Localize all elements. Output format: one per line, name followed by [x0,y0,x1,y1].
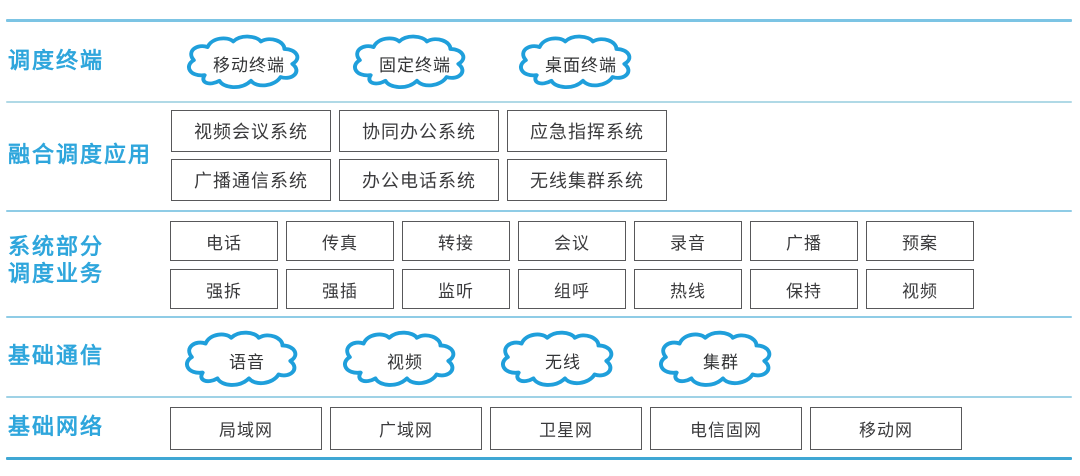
cloud-label: 视频 [387,352,423,372]
basic-networks-box-group: 局域网 广域网 卫星网 电信固网 移动网 [170,407,962,450]
separator-line-top [6,19,1072,22]
box-plan: 预案 [866,221,974,261]
box-group-call: 组呼 [518,269,626,309]
box-video-conference-system: 视频会议系统 [171,110,331,152]
box-transfer: 转接 [402,221,510,261]
separator-line-2 [6,101,1072,103]
row-label-dispatch-services: 系统部分 调度业务 [8,233,104,287]
cloud-outline [519,34,632,89]
separator-line-5 [6,396,1072,398]
cloud-outline [185,330,298,387]
box-force-insert: 强插 [286,269,394,309]
dispatch-terminals-cloud-group: 移动终端 固定终端 桌面终端 [180,34,650,92]
box-mobile-network: 移动网 [810,407,962,450]
box-hold: 保持 [750,269,858,309]
box-emergency-command-system: 应急指挥系统 [507,110,667,152]
box-telephone: 电话 [170,221,278,261]
cloud-label: 桌面终端 [545,55,617,75]
cloud-outline [343,330,456,387]
box-recording: 录音 [634,221,742,261]
box-monitor: 监听 [402,269,510,309]
cloud-outline [659,330,772,387]
row-label-basic-networks: 基础网络 [8,414,105,439]
separator-line-3 [6,210,1072,212]
box-broadcast-communication-system: 广播通信系统 [171,159,331,201]
box-broadcast: 广播 [750,221,858,261]
box-fax: 传真 [286,221,394,261]
cloud-video: 视频 [336,330,474,390]
box-conference: 会议 [518,221,626,261]
cloud-label: 固定终端 [379,55,451,75]
box-lan: 局域网 [170,407,322,450]
box-force-release: 强拆 [170,269,278,309]
cloud-label: 集群 [703,352,739,372]
cloud-label: 移动终端 [213,55,285,75]
cloud-outline [187,34,300,89]
cloud-mobile-terminal: 移动终端 [180,34,318,92]
cloud-label: 语音 [229,352,265,372]
cloud-fixed-terminal: 固定终端 [346,34,484,92]
cloud-outline [353,34,466,89]
box-collaborative-office-system: 协同办公系统 [339,110,499,152]
cloud-outline [501,330,614,387]
cloud-label: 无线 [545,352,581,372]
separator-line-4 [6,316,1072,318]
row-label-integrated-dispatch-apps: 融合调度应用 [8,142,153,167]
separator-line-bottom [6,457,1072,460]
box-wireless-trunking-system: 无线集群系统 [507,159,667,201]
box-wan: 广域网 [330,407,482,450]
row-label-line-2: 调度业务 [8,261,105,286]
row-label-basic-communication: 基础通信 [8,343,105,368]
cloud-desktop-terminal: 桌面终端 [512,34,650,92]
box-video: 视频 [866,269,974,309]
cloud-trunking: 集群 [652,330,790,390]
box-office-telephone-system: 办公电话系统 [339,159,499,201]
integrated-dispatch-apps-grid: 视频会议系统 协同办公系统 应急指挥系统 广播通信系统 办公电话系统 无线集群系… [171,110,667,201]
row-label-line-1: 系统部分 [8,234,105,259]
cloud-voice: 语音 [178,330,316,390]
basic-communication-cloud-group: 语音 视频 无线 集群 [178,330,790,390]
row-label-dispatch-terminals: 调度终端 [8,48,105,73]
cloud-wireless: 无线 [494,330,632,390]
dispatch-services-grid: 电话 传真 转接 会议 录音 广播 预案 强拆 强插 监听 组呼 热线 保持 视… [170,221,974,309]
box-hotline: 热线 [634,269,742,309]
box-telecom-fixed-network: 电信固网 [650,407,802,450]
box-satellite-network: 卫星网 [490,407,642,450]
